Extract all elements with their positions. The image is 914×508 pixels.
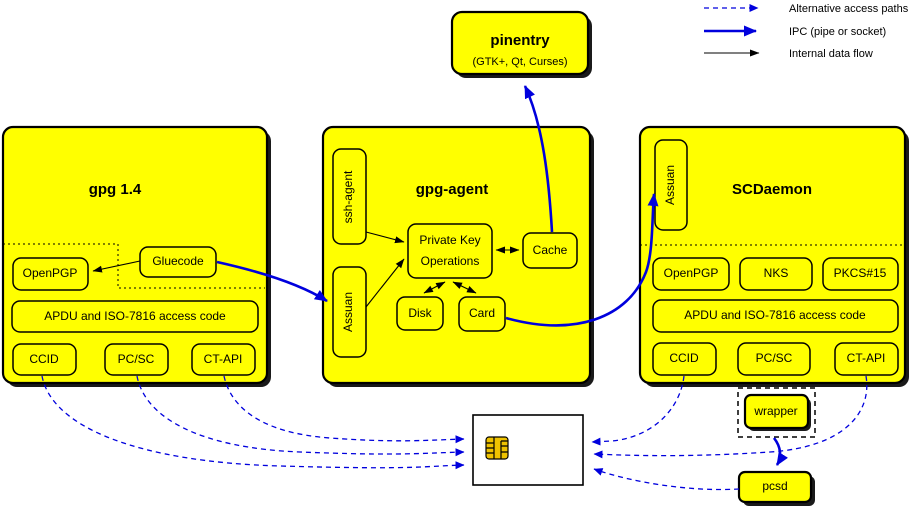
gpg-agent-module: gpg-agent ssh-agent Assuan Private Key O… [321,125,594,387]
gpg14-apdu-label: APDU and ISO-7816 access code [44,309,226,323]
arrow-assuan-to-pko [365,258,405,308]
pcsd-module: pcsd [737,470,815,506]
scdaemon-title: SCDaemon [732,181,812,198]
private-key-operations-box [407,223,493,279]
private-key-operations-line1: Private Key [419,233,480,247]
alt-path-scdaemon-ctapi-to-card [593,375,868,459]
alt-path-gpg14-ctapi-to-card [223,375,465,444]
alt-path-gpg14-ccid-to-card [41,375,465,470]
ipc-arrow-wrapper-to-pcsd [772,437,789,466]
gpg14-openpgp-label: OpenPGP [23,266,78,280]
arrow-pko-card [452,281,477,294]
alt-path-pcsd-to-card [593,468,740,491]
arrow-pko-disk [423,281,446,294]
gpg14-pcsc-label: PC/SC [118,352,155,366]
gpg-agent-assuan-label: Assuan [341,292,355,332]
legend-internal-label: Internal data flow [789,48,873,60]
scdaemon-assuan-label: Assuan [663,165,677,205]
wrapper-label: wrapper [753,404,797,418]
arrow-gluecode-to-openpgp [92,260,141,273]
cache-box [522,232,578,269]
gpg14-pcsc-box [104,343,169,376]
gpg14-ctapi-label: CT-API [204,352,243,366]
scdaemon-pcsc-label: PC/SC [756,351,793,365]
cache-label: Cache [533,243,568,257]
pinentry-module: pinentry (GTK+, Qt, Curses) [450,10,592,78]
gpg14-gluecode-box [139,246,217,278]
arrow-sshagent-to-pko [365,231,405,244]
pinentry-box [450,10,590,76]
disk-box [396,296,444,331]
gpg-agent-title: gpg-agent [416,181,489,198]
scdaemon-assuan-box [654,139,688,231]
wrapper-dashed-outline [737,387,816,438]
wrapper-module: wrapper [737,387,816,438]
scdaemon-pkcs15-label: PKCS#15 [834,266,887,280]
smartcard-chip-icon [485,436,509,460]
card-box [458,296,506,332]
legend: Alternative access paths IPC (pipe or so… [704,3,909,60]
scdaemon-openpgp-box [652,257,730,291]
gpg14-title: gpg 1.4 [89,181,142,198]
card-label: Card [469,306,495,320]
scdaemon-ccid-label: CCID [669,351,699,365]
ssh-agent-label: ssh-agent [341,170,355,223]
gpg14-openpgp-box [12,257,89,291]
scdaemon-nks-label: NKS [764,266,789,280]
legend-ipc-label: IPC (pipe or socket) [789,26,886,38]
gpg-agent-assuan-box [332,266,367,358]
scdaemon-pcsc-box [737,342,811,376]
pcsd-box [737,470,813,504]
scdaemon-apdu-box [652,299,899,333]
legend-alternative-label: Alternative access paths [789,3,909,15]
scdaemon-ctapi-label: CT-API [847,351,886,365]
wrapper-box [743,393,810,430]
alt-path-scdaemon-ccid-to-card [591,375,685,446]
scdaemon-nks-box [739,257,813,291]
gpg14-apdu-box [11,300,259,333]
ssh-agent-box [332,148,367,245]
pinentry-title: pinentry [490,32,550,49]
private-key-operations-line2: Operations [421,254,480,268]
scdaemon-pkcs15-box [822,257,899,291]
ipc-arrow-cache-to-pinentry [523,85,554,233]
ipc-arrow-card-to-scdaemon-assuan [505,193,659,327]
gpg14-ccid-box [12,343,77,376]
disk-label: Disk [408,306,432,320]
smartcard [472,414,584,486]
pcsd-label: pcsd [762,479,787,493]
scdaemon-ccid-box [652,342,717,376]
gpg14-module: gpg 1.4 OpenPGP Gluecode APDU and ISO-78… [1,125,271,387]
scdaemon-module: SCDaemon Assuan OpenPGP NKS PKCS#15 APDU… [638,125,909,387]
scdaemon-apdu-label: APDU and ISO-7816 access code [684,308,866,322]
scdaemon-openpgp-label: OpenPGP [664,266,719,280]
pinentry-subtitle: (GTK+, Qt, Curses) [472,56,567,68]
gpg14-ctapi-box [191,343,256,376]
scdaemon-ctapi-box [834,342,899,376]
gpg14-gluecode-label: Gluecode [152,254,204,268]
alt-path-gpg14-pcsc-to-card [136,375,465,457]
ipc-arrow-gluecode-to-assuan [216,260,328,303]
gpg14-ccid-label: CCID [29,352,59,366]
